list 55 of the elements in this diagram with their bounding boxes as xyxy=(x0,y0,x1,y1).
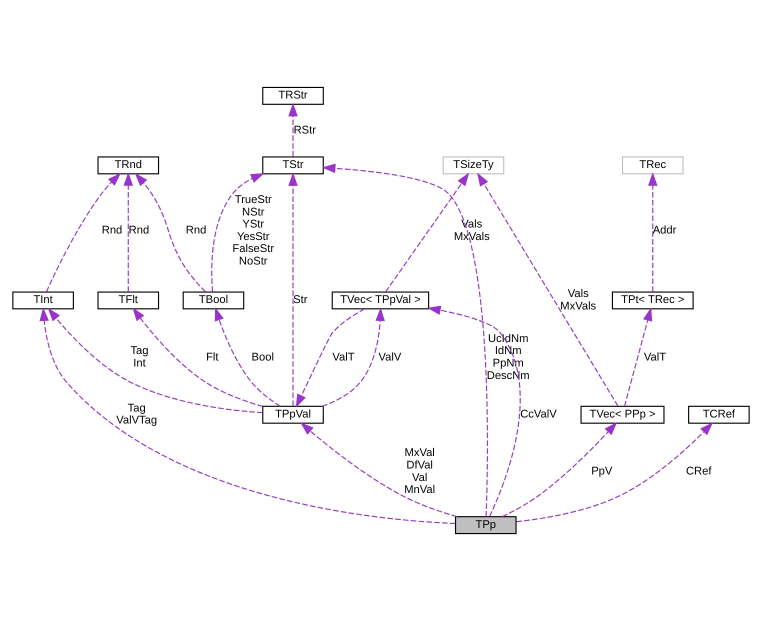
node-box: TCRef xyxy=(688,406,750,424)
node-box: TRStr xyxy=(262,86,324,105)
arrow xyxy=(502,422,618,518)
edge-label: MxVal DfVal Val MnVal xyxy=(404,447,436,496)
arrow xyxy=(296,308,365,408)
node-box: TVec< PPp > xyxy=(580,406,665,424)
arrow xyxy=(385,172,470,292)
edge-label: PpV xyxy=(591,466,612,478)
edge-label: Str xyxy=(293,294,308,306)
arrow xyxy=(132,308,263,407)
edge-label: Rnd xyxy=(186,224,206,237)
edge-label: Bool xyxy=(252,351,274,364)
edge-label: CRef xyxy=(686,466,712,478)
arrow xyxy=(288,172,298,406)
arrow xyxy=(46,172,121,292)
edge-label: Rnd xyxy=(128,224,150,237)
node-box: TFlt xyxy=(97,291,160,310)
arrow xyxy=(48,308,263,414)
arrow xyxy=(124,172,133,292)
edge-label: Rnd xyxy=(102,224,122,237)
edge-label: Tag ValVTag xyxy=(116,402,158,427)
node-box: TPt< TRec > xyxy=(612,291,694,310)
node-box: TInt xyxy=(12,291,74,310)
edge-label: CcValV xyxy=(520,408,557,421)
edge-label: Flt xyxy=(206,351,219,364)
arrow xyxy=(288,102,298,157)
arrow xyxy=(211,173,264,292)
edge-label: ValT xyxy=(644,351,666,364)
edge-label: Vals MxVals xyxy=(560,288,596,312)
node-box: TPp xyxy=(454,516,517,534)
edge-label: TrueStr NStr YStr YesStr FalseStr NoStr xyxy=(232,194,274,268)
edge-label: Tag Int xyxy=(130,345,149,370)
edge-label: RStr xyxy=(294,124,316,136)
node-box: TVec< TPpVal > xyxy=(332,291,430,310)
node-box: TStr xyxy=(262,156,324,174)
arrow xyxy=(516,422,714,522)
arrow xyxy=(477,172,618,406)
node-box: TSizeTy xyxy=(442,156,504,174)
node-box: TPpVal xyxy=(262,406,324,424)
edge-label: ValT xyxy=(332,351,355,364)
node-box: TBool xyxy=(182,291,244,310)
arrow xyxy=(624,307,652,406)
node-box: TRec xyxy=(622,156,684,174)
edge-label: ValV xyxy=(378,351,402,364)
arrow xyxy=(322,164,488,517)
arrow xyxy=(40,308,456,524)
arrow xyxy=(648,172,658,292)
arrow xyxy=(427,306,521,517)
edge-label: Addr xyxy=(652,224,676,237)
arrow xyxy=(214,307,280,407)
edge-label: UcIdNm IdNm PpNm DescNm xyxy=(486,332,530,382)
arrow xyxy=(134,172,206,292)
arrow xyxy=(322,307,385,407)
node-box: TRnd xyxy=(97,156,160,174)
arrow xyxy=(300,422,458,518)
